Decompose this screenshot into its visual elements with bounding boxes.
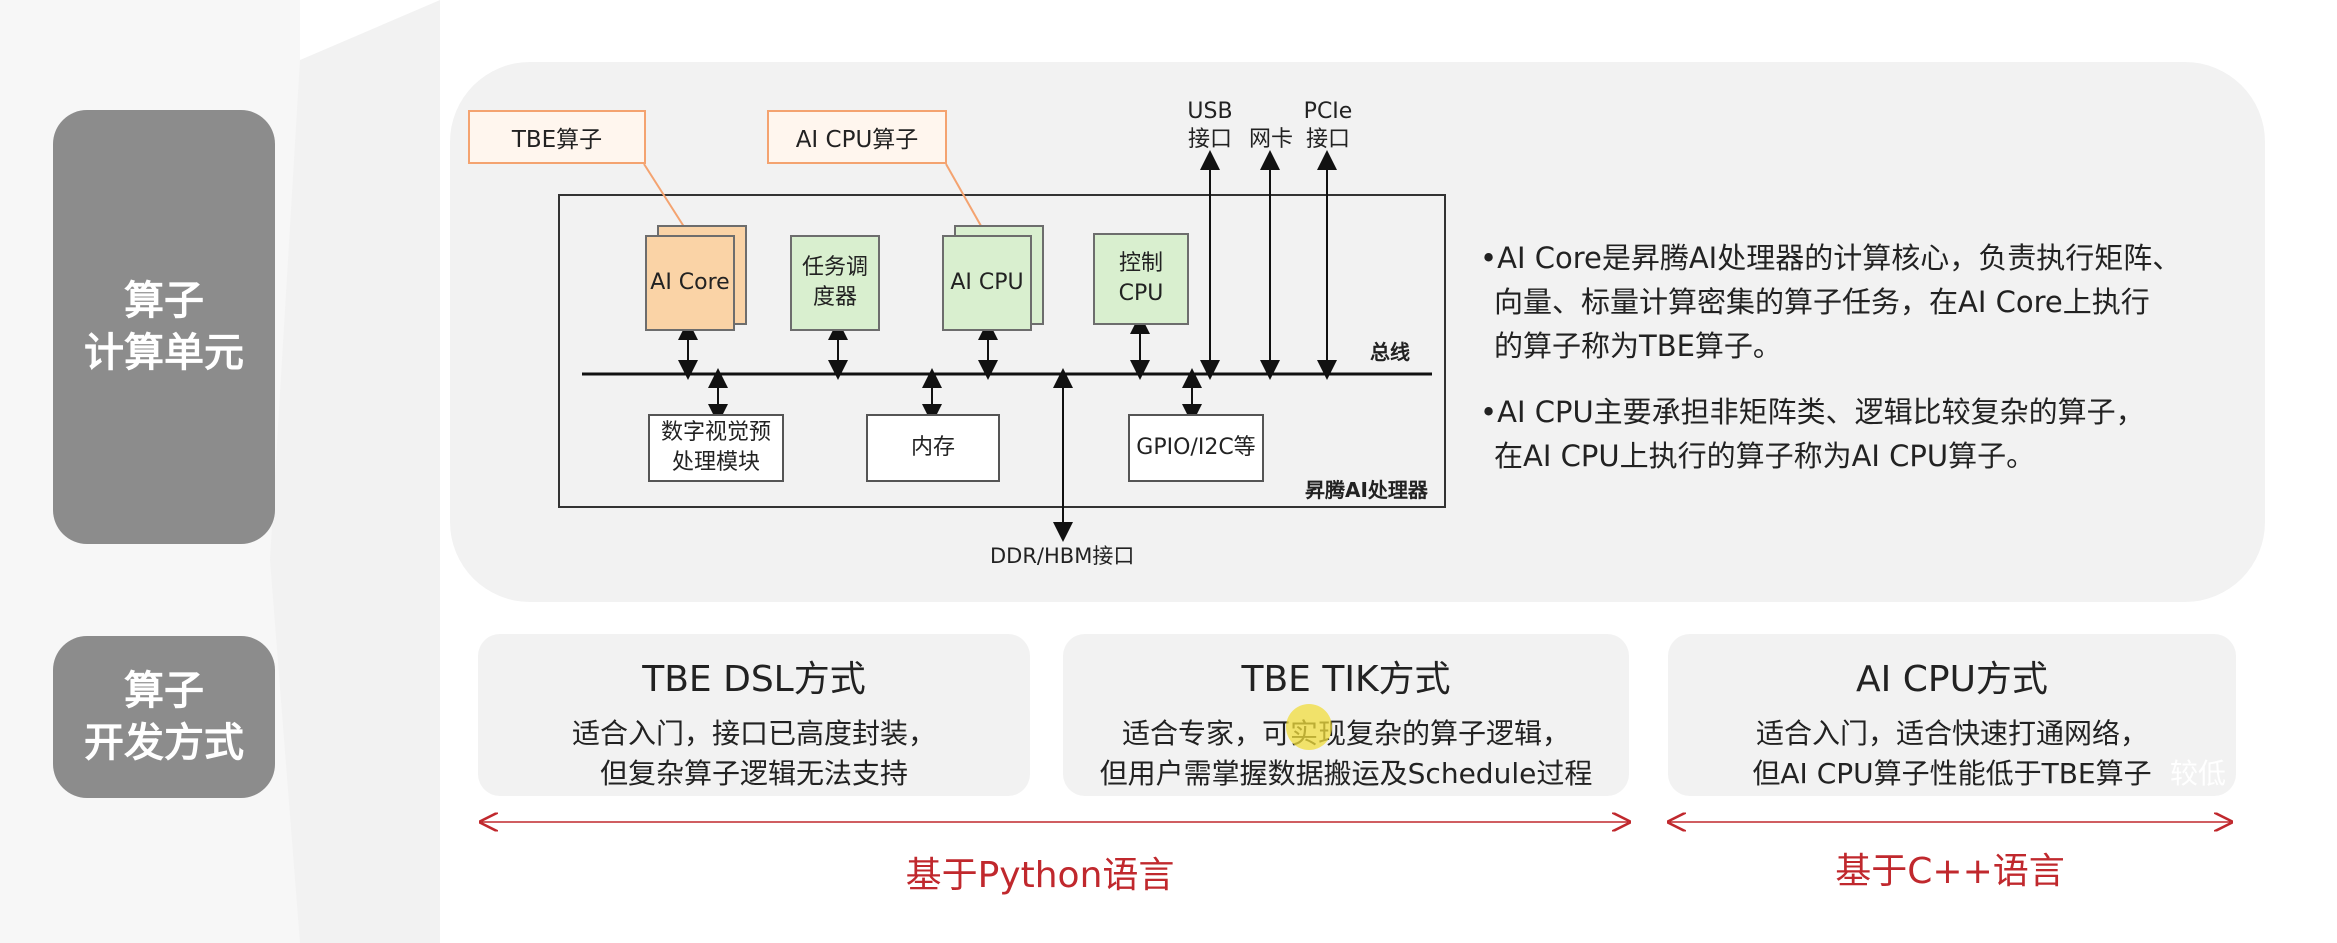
nic-port-label: 网卡 xyxy=(1248,127,1293,152)
ai-core-description: •AI Core是昇腾AI处理器的计算核心，负责执行矩阵、 向量、标量计算密集的… xyxy=(1480,236,2250,368)
pcie-line2: 接口 xyxy=(1305,127,1350,152)
dvpp-line2: 处理模块 xyxy=(671,450,760,475)
pcie-port-label: PCIe 接口 xyxy=(1298,98,1358,154)
compute-unit-label: 算子 计算单元 xyxy=(53,110,275,544)
ai-cpu-panel xyxy=(1668,634,2236,796)
aicpu-operator-callout: AI CPU算子 xyxy=(767,110,947,164)
memory-box: 内存 xyxy=(866,414,1000,482)
tbe-tik-title: TBE TIK方式 xyxy=(1241,659,1451,700)
pcie-line1: PCIe xyxy=(1303,99,1353,124)
control-cpu-line2: CPU xyxy=(1118,281,1164,306)
compute-unit-line2: 计算单元 xyxy=(84,330,244,376)
ai-cpu-description: •AI CPU主要承担非矩阵类、逻辑比较复杂的算子， 在AI CPU上执行的算子… xyxy=(1480,390,2250,478)
tbe-tik-panel xyxy=(1063,634,1629,796)
task-scheduler-box: 任务调 度器 xyxy=(790,235,880,331)
tbe-dsl-panel xyxy=(478,634,1030,796)
usb-line1: USB xyxy=(1187,99,1233,124)
ai-core-desc-line2: 向量、标量计算密集的算子任务，在AI Core上执行 xyxy=(1494,285,2150,319)
cpp-language-label: 基于C++语言 xyxy=(1835,851,2065,892)
python-language-label: 基于Python语言 xyxy=(905,855,1175,896)
bus-label: 总线 xyxy=(1370,340,1410,364)
usb-port-label: USB 接口 xyxy=(1180,98,1240,154)
ai-cpu-desc-line2: 在AI CPU上执行的算子称为AI CPU算子。 xyxy=(1494,439,2036,473)
dvpp-line1: 数字视觉预 xyxy=(660,420,771,445)
tbe-tik-desc-line2: 但用户需掌握数据搬运及Schedule过程 xyxy=(1099,757,1593,790)
ai-core-desc-line3: 的算子称为TBE算子。 xyxy=(1494,329,1782,363)
ai-cpu-box: AI CPU xyxy=(942,235,1032,331)
tbe-dsl-title: TBE DSL方式 xyxy=(642,659,866,700)
tbe-dsl-desc: 适合入门，接口已高度封装， 但复杂算子逻辑无法支持 xyxy=(478,714,1030,794)
ai-core-desc-line1: •AI Core是昇腾AI处理器的计算核心，负责执行矩阵、 xyxy=(1480,241,2182,275)
ddr-hbm-label: DDR/HBM接口 xyxy=(990,544,1135,568)
dev-method-line1: 算子 xyxy=(124,668,204,714)
ai-cpu-method-desc: 适合入门，适合快速打通网络， 但AI CPU算子性能低于TBE算子 xyxy=(1668,714,2236,794)
task-scheduler-line2: 度器 xyxy=(812,285,857,310)
dvpp-box: 数字视觉预 处理模块 xyxy=(648,414,784,482)
control-cpu-line1: 控制 xyxy=(1118,251,1163,276)
control-cpu-box: 控制 CPU xyxy=(1093,233,1189,325)
ai-core-box: AI Core xyxy=(645,235,735,331)
ai-cpu-desc-line1-b: 适合入门，适合快速打通网络， xyxy=(1755,717,2148,750)
tbe-dsl-desc-line1: 适合入门，接口已高度封装， xyxy=(571,717,936,750)
dev-method-label: 算子 开发方式 xyxy=(53,636,275,798)
gpio-box: GPIO/I2C等 xyxy=(1128,414,1264,482)
tbe-operator-callout: TBE算子 xyxy=(468,110,646,164)
task-scheduler-line1: 任务调 xyxy=(801,255,868,280)
ai-cpu-method-title: AI CPU方式 xyxy=(1856,659,2048,700)
tbe-tik-desc: 适合专家，可实现复杂的算子逻辑， 但用户需掌握数据搬运及Schedule过程 xyxy=(1063,714,1629,794)
processor-label: 昇腾AI处理器 xyxy=(1305,478,1428,502)
cursor-highlight xyxy=(1286,704,1332,750)
usb-line2: 接口 xyxy=(1187,127,1232,152)
compute-unit-line1: 算子 xyxy=(124,278,204,324)
tbe-tik-desc-line1: 适合专家，可实现复杂的算子逻辑， xyxy=(1121,717,1570,750)
dev-method-line2: 开发方式 xyxy=(84,720,244,766)
ai-cpu-desc-line2-b: 但AI CPU算子性能低于TBE算子 xyxy=(1752,757,2152,790)
tbe-dsl-desc-line2: 但复杂算子逻辑无法支持 xyxy=(599,757,908,790)
ai-cpu-desc-line1: •AI CPU主要承担非矩阵类、逻辑比较复杂的算子， xyxy=(1480,395,2145,429)
watermark: 较低 xyxy=(2170,757,2227,790)
